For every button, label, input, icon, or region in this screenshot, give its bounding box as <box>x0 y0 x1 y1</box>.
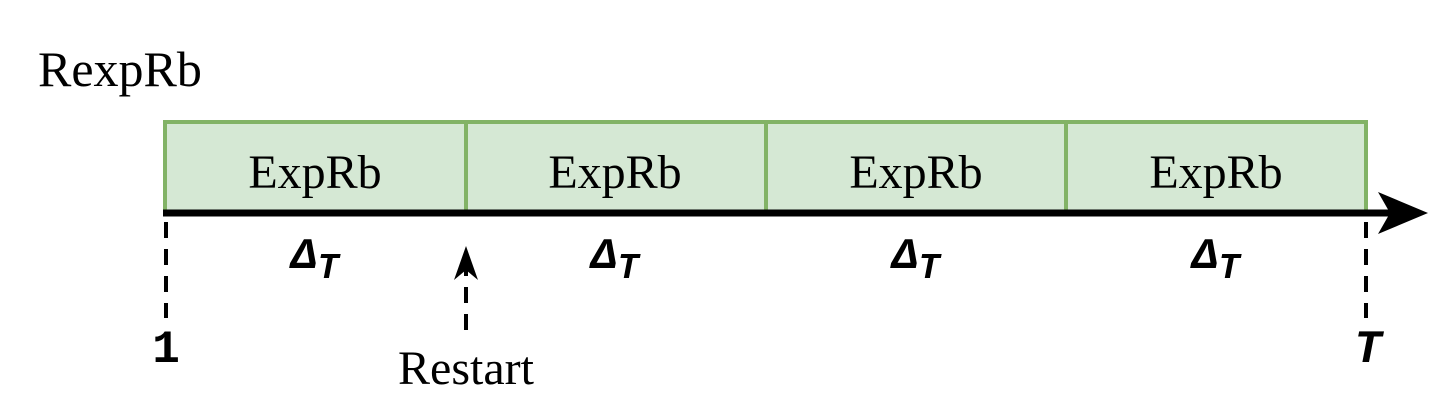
segment-4-label: ExpRb <box>1149 146 1282 199</box>
start-label: 1 <box>152 324 180 376</box>
time-axis-arrowhead-icon <box>1378 192 1428 234</box>
delta-labels: ΔT ΔT ΔT ΔT <box>289 232 1242 289</box>
segment-4-box <box>1064 120 1368 214</box>
segment-1-label: ExpRb <box>248 146 381 199</box>
delta-label-4: ΔT <box>1190 232 1242 289</box>
segment-2-label: ExpRb <box>548 146 681 199</box>
segment-2-box <box>464 120 768 214</box>
time-axis <box>163 192 1428 234</box>
delta-label-2: ΔT <box>589 232 641 289</box>
diagram-title: RexpRb <box>38 41 202 97</box>
segment-3-label: ExpRb <box>849 146 982 199</box>
restart-marker: Restart <box>398 246 535 395</box>
segment-3: ExpRb <box>764 120 1068 214</box>
segment-group: ExpRb ExpRb ExpRb ExpRb <box>163 120 1368 214</box>
end-label: T <box>1354 324 1384 376</box>
segment-2: ExpRb <box>464 120 768 214</box>
delta-label-1: ΔT <box>289 232 341 289</box>
segment-1-box <box>163 120 468 214</box>
restart-label: Restart <box>398 342 535 395</box>
segment-1: ExpRb <box>163 120 468 214</box>
delta-label-3: ΔT <box>890 232 942 289</box>
segment-4: ExpRb <box>1064 120 1368 214</box>
restart-arrowhead-icon <box>454 246 478 280</box>
